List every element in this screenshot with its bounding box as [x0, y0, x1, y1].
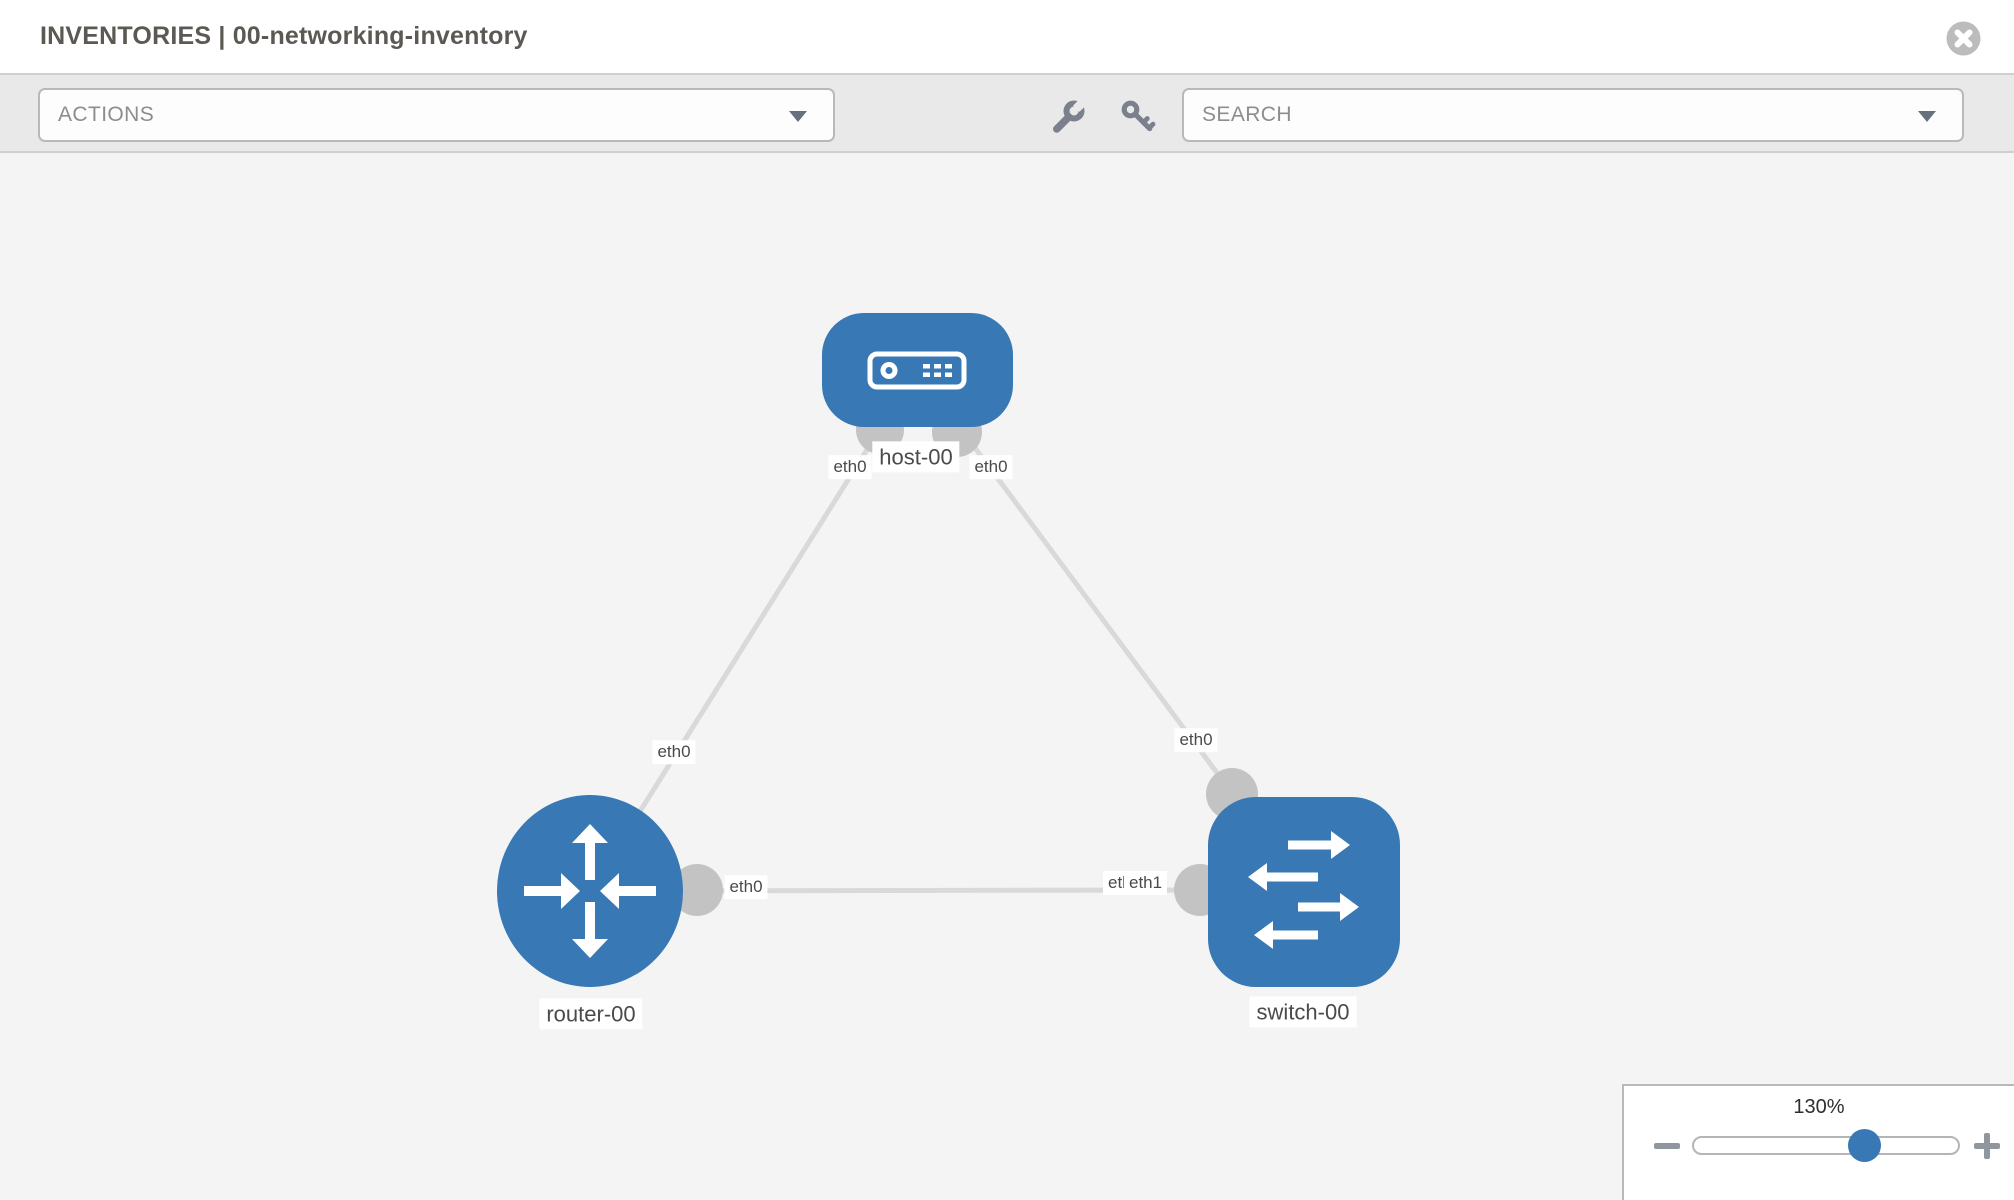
key-button[interactable] [1118, 99, 1158, 135]
router-node[interactable] [497, 795, 683, 987]
interface-label-host-eth0-right: eth0 [969, 455, 1013, 479]
search-dropdown-label: SEARCH [1202, 103, 1292, 126]
search-dropdown[interactable]: SEARCH [1182, 88, 1964, 142]
caret-down-icon [1918, 111, 1936, 122]
topology-canvas[interactable]: eth0 eth0 eth0 eth0 eth0 eth0 eth1 host-… [0, 153, 2014, 1200]
zoom-panel: 130% [1622, 1084, 2014, 1200]
switch-icon [1248, 831, 1359, 949]
interface-label-host-eth0-left: eth0 [828, 455, 872, 479]
zoom-slider-track[interactable] [1692, 1129, 1960, 1162]
close-button[interactable] [1946, 21, 1981, 56]
actions-dropdown[interactable]: ACTIONS [38, 88, 835, 142]
wrench-button[interactable] [1048, 97, 1088, 135]
actions-dropdown-label: ACTIONS [58, 103, 155, 126]
router-icon [524, 824, 656, 958]
close-icon [1946, 21, 1981, 56]
zoom-out-button[interactable] [1650, 1128, 1684, 1162]
host-node-label: host-00 [872, 441, 960, 473]
switch-node[interactable] [1208, 797, 1400, 987]
interface-label-router-eth0: eth0 [724, 875, 768, 899]
toolbar: ACTIONS SEARCH [0, 73, 2014, 153]
minus-icon [1654, 1143, 1680, 1149]
wrench-icon [1053, 97, 1088, 133]
page-title: INVENTORIES | 00-networking-inventory [40, 22, 528, 50]
key-icon [1121, 100, 1156, 132]
switch-node-label: switch-00 [1249, 996, 1357, 1028]
plus-icon [1984, 1133, 1990, 1159]
host-icon [867, 351, 967, 390]
caret-down-icon [789, 111, 807, 122]
router-node-label: router-00 [539, 998, 643, 1030]
header: INVENTORIES | 00-networking-inventory [0, 0, 2014, 73]
zoom-in-button[interactable] [1970, 1128, 2004, 1162]
interface-point [671, 864, 723, 916]
zoom-level-readout: 130% [1793, 1096, 1845, 1118]
zoom-slider-thumb[interactable] [1848, 1129, 1881, 1162]
interface-label-switch-eth0: eth0 [1174, 728, 1218, 752]
interface-label-switch-eth1: eth1 [1124, 871, 1168, 895]
host-node[interactable] [822, 313, 1013, 427]
topology-graph [497, 313, 1400, 987]
interface-label-router-uplink-eth0: eth0 [652, 740, 696, 764]
